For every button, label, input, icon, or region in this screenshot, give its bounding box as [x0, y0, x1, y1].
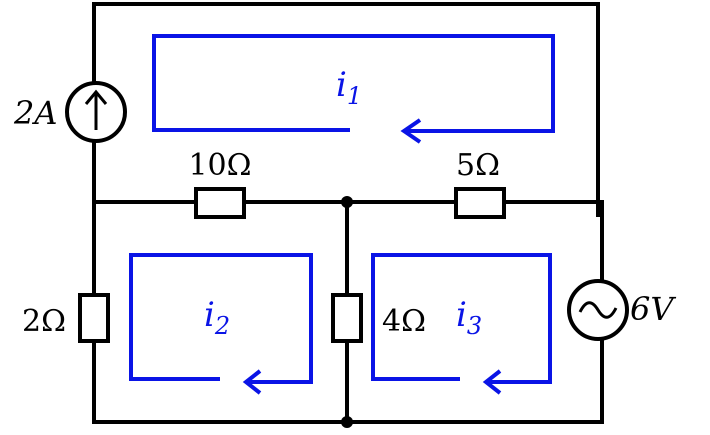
resistor-10-label: 10Ω: [188, 148, 251, 183]
mesh-loop-i1: [152, 34, 555, 144]
resistor-4-label: 4Ω: [382, 304, 426, 339]
resistor-10: [194, 187, 246, 219]
mesh-label-i3: i3: [456, 295, 482, 340]
junction-node-mid: [341, 196, 353, 208]
sine-wave-icon: [578, 301, 618, 319]
junction-node-bottom: [341, 416, 353, 428]
voltage-source: [567, 279, 629, 341]
wires: [92, 2, 604, 424]
mesh-label-i1: i1: [336, 65, 362, 110]
resistor-5-label: 5Ω: [456, 148, 500, 183]
mesh-loop-i3: [371, 253, 552, 395]
mesh-loop-i2: [129, 253, 313, 395]
resistor-2: [78, 293, 110, 343]
current-source-label: 2A: [13, 94, 57, 132]
mesh-label-i2: i2: [204, 295, 230, 340]
voltage-source-label: 6V: [630, 290, 676, 328]
current-source: [65, 81, 127, 143]
resistor-5: [454, 187, 506, 219]
resistor-4: [331, 293, 363, 343]
resistor-2-label: 2Ω: [22, 304, 66, 339]
arrow-up-icon: [84, 89, 108, 130]
